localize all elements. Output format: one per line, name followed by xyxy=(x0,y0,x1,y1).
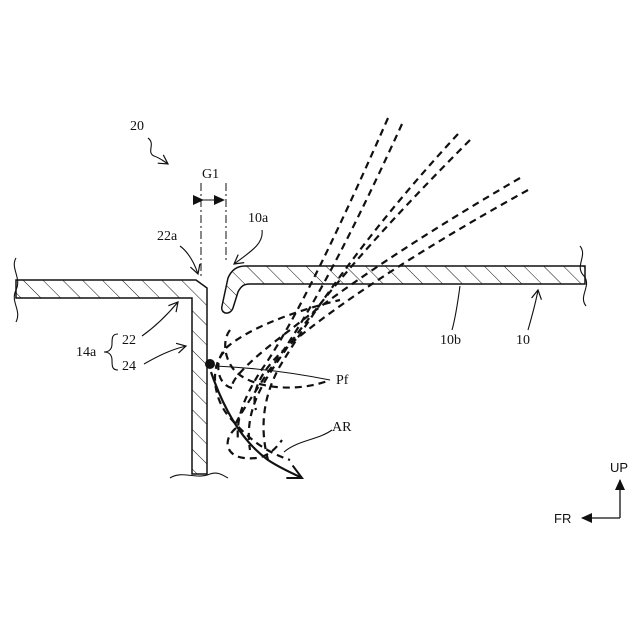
reference-22a: 22a xyxy=(157,229,198,274)
dashed-loop-2 xyxy=(228,428,282,458)
leader-10a xyxy=(234,230,262,264)
label-22: 22 xyxy=(122,333,136,348)
label-10b: 10b xyxy=(440,333,461,348)
leader-22 xyxy=(142,302,178,336)
right-panel-body xyxy=(222,266,585,313)
leader-10 xyxy=(528,290,538,330)
dashed-loop-1 xyxy=(218,300,340,388)
ar-label: AR xyxy=(332,420,352,435)
airflow-arrow: AR xyxy=(211,372,352,478)
gap-label: G1 xyxy=(202,167,219,182)
label-14a: 14a xyxy=(76,345,97,360)
group-brace xyxy=(104,334,118,370)
left-member-body xyxy=(16,280,207,474)
pf-label: Pf xyxy=(336,373,349,388)
gap-dimension: G1 xyxy=(201,167,226,278)
label-22a: 22a xyxy=(157,229,178,244)
leader-22a xyxy=(180,246,198,274)
reference-14a: 14a 22 24 xyxy=(76,302,186,374)
reference-10a: 10a xyxy=(234,211,269,264)
right-panel xyxy=(222,246,587,313)
label-20: 20 xyxy=(130,119,144,134)
dashed-ray-3 xyxy=(249,140,470,450)
dashed-airflow-lines xyxy=(215,118,528,460)
up-label: UP xyxy=(610,460,628,475)
reference-10b: 10b xyxy=(440,286,461,348)
dashed-ray-4 xyxy=(264,134,458,460)
label-10: 10 xyxy=(516,333,530,348)
leader-10b xyxy=(452,286,460,330)
reference-20: 20 xyxy=(130,119,168,164)
pf-dot xyxy=(205,359,215,369)
reference-10: 10 xyxy=(516,290,538,348)
label-10a: 10a xyxy=(248,211,269,226)
front-label: FR xyxy=(554,511,571,526)
leader-24 xyxy=(144,346,186,364)
direction-indicator: UP FR xyxy=(554,460,628,526)
label-24: 24 xyxy=(122,359,136,374)
leader-20 xyxy=(148,138,168,164)
ar-leader xyxy=(284,430,332,452)
